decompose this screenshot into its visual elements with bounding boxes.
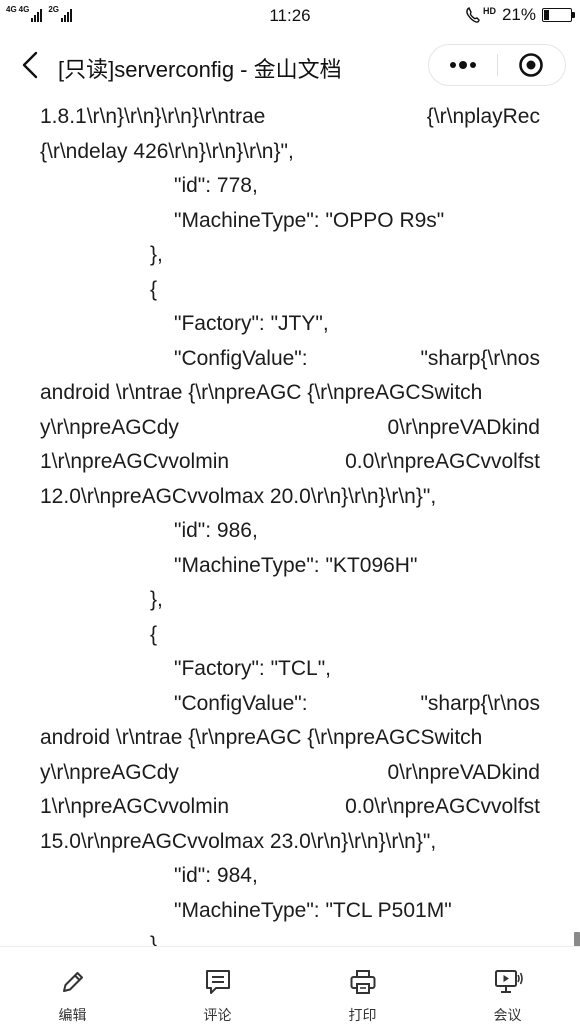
screen-share-icon bbox=[494, 970, 523, 993]
back-button[interactable] bbox=[14, 48, 46, 82]
document-line: "MachineType": "OPPO R9s" bbox=[174, 208, 445, 232]
document-line: { bbox=[150, 622, 158, 646]
scrollbar-thumb[interactable] bbox=[574, 932, 580, 948]
signal-strength-icon-2: 2G bbox=[48, 5, 73, 22]
status-bar: 4G 4G 2G 11:26 HD 21 bbox=[0, 0, 580, 32]
more-dots-icon bbox=[449, 61, 476, 69]
document-line: { bbox=[150, 277, 158, 301]
document-line: }, bbox=[150, 243, 163, 266]
document-line: android \r\ntrae {\r\npreAGC {\r\npreAGC… bbox=[40, 380, 540, 406]
document-line: y\r\npreAGCdy 0\r\npreVADkind bbox=[40, 415, 540, 441]
document-line: "Factory": "TCL", bbox=[174, 657, 332, 680]
title-bar: [只读]serverconfig - 金山文档 bbox=[0, 32, 580, 100]
document-content[interactable]: 1.8.1\r\n}\r\n}\r\n}\r\ntrae {\r\nplayRec… bbox=[0, 100, 580, 946]
document-line-part: 0\r\npreVADkind bbox=[387, 415, 540, 439]
document-line: {\r\ndelay 426\r\n}\r\n}\r\n}", bbox=[40, 139, 294, 163]
document-line: "MachineType": "TCL P501M" bbox=[174, 898, 452, 922]
page-title: [只读]serverconfig - 金山文档 bbox=[58, 57, 342, 82]
document-line: 15.0\r\npreAGCvvolmax 23.0\r\n}\r\n}\r\n… bbox=[40, 829, 437, 853]
document-line: "Factory": "JTY", bbox=[174, 312, 329, 335]
printer-icon bbox=[350, 970, 375, 994]
network-type-1: 4G bbox=[6, 5, 17, 14]
edit-button[interactable]: 编辑 bbox=[0, 947, 145, 1031]
present-button[interactable]: 会议 bbox=[435, 947, 580, 1031]
hd-label: HD bbox=[482, 6, 496, 16]
network-type-2: 4G bbox=[18, 5, 30, 14]
comment-button[interactable]: 评论 bbox=[145, 947, 290, 1031]
more-button[interactable] bbox=[429, 45, 497, 85]
document-line-part: "sharp{\r\nos bbox=[420, 346, 540, 370]
edit-label: 编辑 bbox=[58, 1007, 87, 1023]
chevron-left-icon bbox=[22, 51, 38, 79]
document-line: 1\r\npreAGCvvolmin 0.0\r\npreAGCvvolfst bbox=[40, 449, 540, 475]
document-line-part: {\r\nplayRec bbox=[426, 105, 540, 128]
print-button[interactable]: 打印 bbox=[290, 947, 435, 1031]
document-line-part: 1.8.1\r\n}\r\n}\r\n}\r\ntrae bbox=[40, 105, 266, 128]
battery-icon bbox=[542, 8, 575, 22]
battery-percent: 21% bbox=[501, 5, 536, 24]
document-line: y\r\npreAGCdy 0\r\npreVADkind bbox=[40, 760, 540, 786]
document-line: 1\r\npreAGCvvolmin 0.0\r\npreAGCvvolfst bbox=[40, 794, 540, 820]
document-line: "ConfigValue": "sharp{\r\nos bbox=[174, 346, 540, 372]
document-line: }, bbox=[150, 588, 163, 611]
document-line-part: y\r\npreAGCdy bbox=[40, 760, 179, 784]
hd-call-icon: HD bbox=[465, 6, 496, 24]
document-line: 1.8.1\r\n}\r\n}\r\n}\r\ntrae {\r\nplayRec bbox=[40, 104, 540, 130]
document-line-part: 0.0\r\npreAGCvvolfst bbox=[345, 450, 540, 473]
mini-program-capsule bbox=[428, 44, 566, 86]
document-line-part: android \r\ntrae {\r\npreAGC {\r\npreAGC… bbox=[40, 381, 483, 404]
battery-level bbox=[544, 10, 549, 20]
document-line: } bbox=[150, 933, 158, 946]
comment-icon bbox=[205, 970, 230, 994]
status-right-group: HD 21% bbox=[465, 5, 575, 25]
document-line-part: y\r\npreAGCdy bbox=[40, 415, 179, 439]
network-type-3: 2G bbox=[48, 5, 60, 14]
document-line: android \r\ntrae {\r\npreAGC {\r\npreAGC… bbox=[40, 725, 540, 751]
document-line: 12.0\r\npreAGCvvolmax 20.0\r\n}\r\n}\r\n… bbox=[40, 484, 437, 508]
pencil-icon bbox=[62, 972, 83, 992]
document-line-part: 0\r\npreVADkind bbox=[387, 760, 540, 784]
document-line: "id": 986, bbox=[174, 519, 258, 542]
document-line: "MachineType": "KT096H" bbox=[174, 553, 418, 577]
document-line-part: 1\r\npreAGCvvolmin bbox=[40, 795, 230, 818]
signal-strength-icon: 4G 4G bbox=[6, 5, 43, 22]
signal-indicators: 4G 4G 2G bbox=[6, 5, 73, 22]
document-line-part: "ConfigValue": bbox=[174, 346, 308, 370]
document-line-part: 0.0\r\npreAGCvvolfst bbox=[345, 795, 540, 818]
bottom-toolbar: 编辑 评论 打印 会议 bbox=[0, 946, 580, 1031]
close-mini-program-button[interactable] bbox=[498, 45, 566, 85]
mini-program-close-icon bbox=[519, 53, 544, 77]
document-line-part: "ConfigValue": bbox=[174, 691, 308, 715]
document-line-part: android \r\ntrae {\r\npreAGC {\r\npreAGC… bbox=[40, 726, 483, 749]
document-line: "id": 778, bbox=[174, 174, 258, 197]
present-label: 会议 bbox=[493, 1007, 522, 1023]
document-line: "ConfigValue": "sharp{\r\nos bbox=[174, 691, 540, 717]
comment-label: 评论 bbox=[203, 1007, 232, 1023]
capsule-divider bbox=[496, 54, 498, 76]
print-label: 打印 bbox=[348, 1007, 377, 1023]
document-line: "id": 984, bbox=[174, 864, 258, 887]
document-line-part: "sharp{\r\nos bbox=[420, 691, 540, 715]
clock: 11:26 bbox=[269, 6, 311, 25]
document-line-part: 1\r\npreAGCvvolmin bbox=[40, 450, 230, 473]
